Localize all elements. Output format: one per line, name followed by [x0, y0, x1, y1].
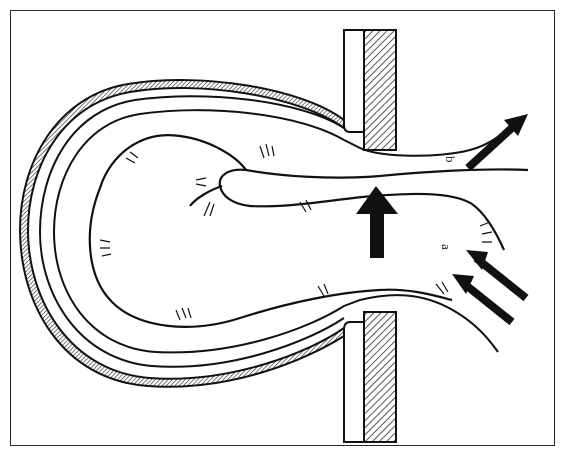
hernia-sac-outer-layer — [20, 80, 344, 387]
mesentery-ticks — [100, 144, 492, 320]
arrow-out-b — [468, 114, 528, 168]
hernia-sac-inner-layers — [40, 96, 520, 367]
label-b: b — [443, 156, 458, 163]
abdominal-wall-lower — [344, 312, 396, 442]
label-a: a — [439, 244, 454, 250]
abdominal-wall-upper — [344, 30, 396, 150]
arrows-in-a — [452, 250, 526, 322]
bowel-loop — [90, 135, 528, 327]
